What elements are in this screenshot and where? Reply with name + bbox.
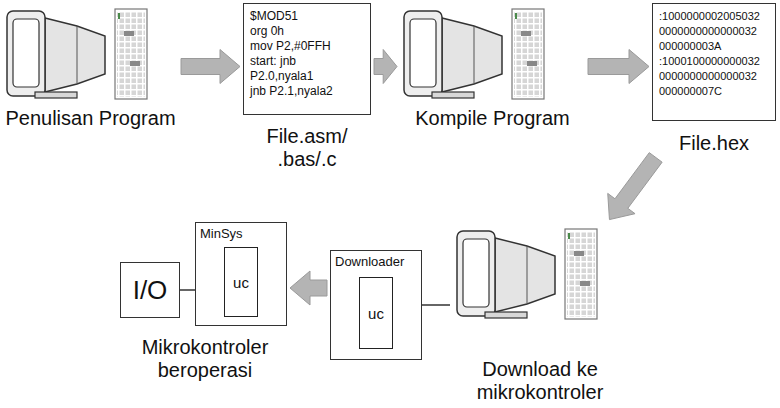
file-line: 0000000000000032: [659, 24, 769, 39]
file-line: start: jnb: [250, 54, 364, 69]
file-line: :1000000002005032: [659, 9, 769, 24]
flow-arrow: [290, 271, 327, 305]
station-caption: Kompile Program: [400, 107, 585, 130]
computer-icon: [7, 9, 147, 99]
file-line: P2.0,nyala1: [250, 69, 364, 84]
file-line: 0000000000000032: [659, 69, 769, 84]
computer-station: Kompile Program: [400, 3, 585, 130]
file-line: jnb P2.1,nyala2: [250, 84, 364, 99]
computer-station: Download ke mikrokontroler: [450, 222, 630, 404]
flow-arrow: [608, 153, 662, 220]
file-caption: File.asm/ .bas/.c: [243, 125, 371, 171]
file-line: $MOD51: [250, 9, 364, 24]
computer-icon: [404, 9, 544, 99]
chip-label: uc: [368, 305, 384, 322]
file-outline: $MOD51org 0hmov P2,#0FFHstart: jnbP2.0,n…: [243, 3, 371, 115]
file-box: $MOD51org 0hmov P2,#0FFHstart: jnbP2.0,n…: [243, 3, 371, 171]
board-box: Downloader uc: [330, 250, 422, 360]
file-box: :100000000200503200000000000000320000000…: [652, 3, 776, 155]
chip-label: uc: [233, 274, 249, 291]
board-title: Downloader: [331, 251, 421, 273]
link-line: [422, 304, 450, 306]
file-caption: File.hex: [652, 132, 776, 155]
link-line: [180, 289, 195, 291]
computer-station: Penulisan Program: [3, 3, 178, 130]
file-line: :1000100000000032: [659, 54, 769, 69]
file-line: org 0h: [250, 24, 364, 39]
station-caption: Download ke mikrokontroler: [450, 358, 630, 404]
board-box: MinSys uc: [195, 222, 287, 326]
flow-arrow: [374, 50, 397, 84]
io-label: I/O: [133, 275, 168, 306]
file-outline: :100000000200503200000000000000320000000…: [652, 3, 776, 121]
computer-icon: [457, 229, 597, 319]
file-line: 000000003A: [659, 39, 769, 54]
flow-arrow: [588, 50, 649, 84]
file-line: mov P2,#0FFH: [250, 39, 364, 54]
chip: uc: [224, 247, 258, 317]
file-line: 000000007C: [659, 84, 769, 99]
board-title: MinSys: [196, 223, 286, 245]
flow-arrow: [181, 50, 240, 84]
chip: uc: [359, 277, 393, 349]
station-caption: Penulisan Program: [3, 107, 178, 130]
caption-label: Mikrokontroler beroperasi: [120, 336, 290, 382]
io-box: I/O: [120, 262, 180, 318]
